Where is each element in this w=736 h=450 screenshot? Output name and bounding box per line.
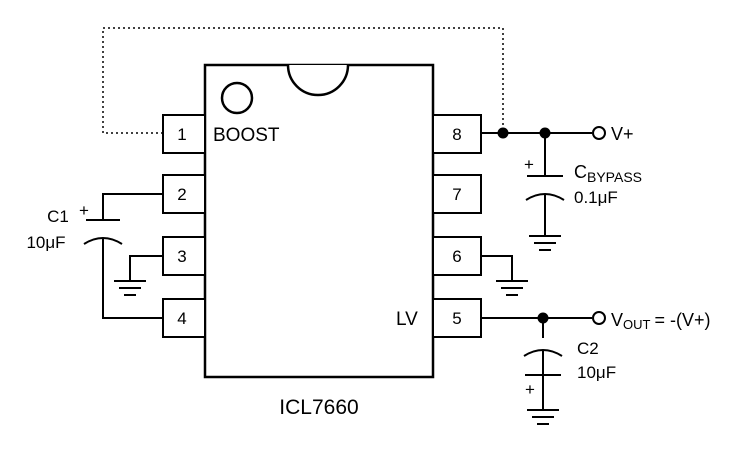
pin-1: 1 (162, 114, 206, 154)
c2-name-label: C2 (577, 339, 599, 358)
pin-5: 5 (432, 298, 482, 338)
c1-name-label: C1 (47, 207, 69, 226)
c2-plus-sign: + (525, 380, 535, 399)
pin-4-number: 4 (177, 309, 186, 328)
pin-7: 7 (432, 174, 482, 214)
pin-1-number: 1 (177, 125, 186, 144)
vplus-label: V+ (611, 124, 634, 144)
c1-plus-sign: + (79, 201, 89, 220)
lv-label: LV (396, 309, 418, 330)
c1-value-label: 10μF (26, 233, 65, 252)
ic-notch (286, 64, 350, 97)
boost-label: BOOST (213, 125, 280, 146)
c2-value-label: 10μF (577, 363, 616, 382)
pin1-marker-dot (220, 81, 254, 115)
vout-terminal (592, 311, 606, 325)
cbypass-name-label: CBYPASS (574, 162, 642, 185)
ic-body (203, 63, 435, 379)
pin-8-number: 8 (452, 125, 461, 144)
cbypass-value-label: 0.1μF (574, 188, 618, 207)
junction-dot-boost (497, 127, 509, 139)
cbypass-plus-sign: + (524, 155, 534, 174)
pin-3: 3 (162, 236, 206, 276)
pin3-ground (114, 255, 163, 296)
boost-dotted-wire (102, 27, 504, 134)
pin-2: 2 (162, 174, 206, 214)
vplus-terminal (592, 126, 606, 140)
pin-6: 6 (432, 236, 482, 276)
pin-7-number: 7 (452, 185, 461, 204)
c1-capacitor: + (79, 193, 163, 319)
vout-label: VOUT= -(V+) (611, 310, 710, 332)
pin-5-number: 5 (452, 309, 461, 328)
vout-rail (481, 311, 606, 325)
vplus-rail (481, 126, 606, 140)
cbypass-capacitor: + (524, 133, 565, 251)
pin-4: 4 (162, 298, 206, 338)
pin-8: 8 (432, 114, 482, 154)
pin-6-number: 6 (452, 247, 461, 266)
pin6-ground (481, 255, 528, 296)
pin-2-number: 2 (177, 185, 186, 204)
pin-3-number: 3 (177, 247, 186, 266)
c2-capacitor: + (523, 318, 563, 425)
chip-name-label: ICL7660 (279, 396, 358, 419)
